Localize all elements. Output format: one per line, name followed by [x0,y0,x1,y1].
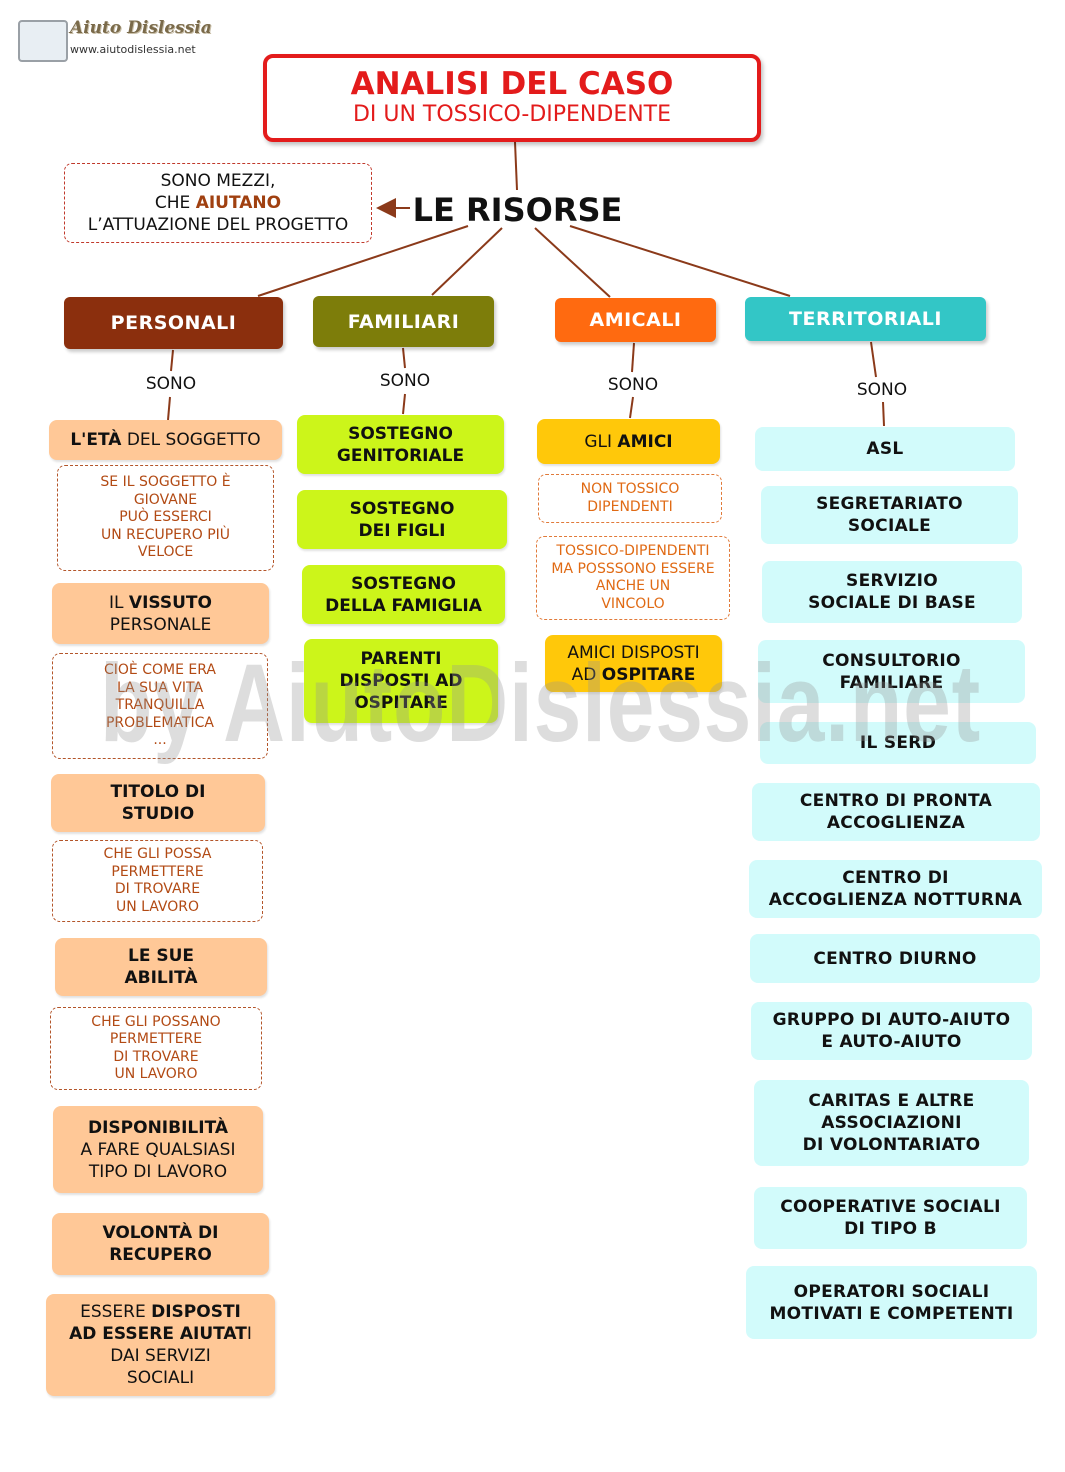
amicali-amici: GLI AMICI [537,419,720,464]
line-root-amicali [534,227,611,298]
territoriali-centro-diurno: CENTRO DIURNO [750,934,1040,983]
line-root-personali [257,225,469,297]
connector-sono-familiari: SONO [379,371,431,391]
personali-vissuto: IL VISSUTO PERSONALE [52,583,269,644]
connector-sono-amicali: SONO [607,375,659,395]
watermark: by AiutoDislessia.net [100,642,981,765]
note-highlight: AIUTANO [195,193,282,213]
aiutodislessia-logo: Aiuto Dislessia www.aiutodislessia.net [16,18,212,62]
territoriali-serd: IL SERD [760,722,1036,764]
line-familiari-sono [402,347,406,369]
connector-sono-personali: SONO [145,374,197,394]
amicali-disposti-ospitare: AMICI DISPOSTI AD OSPITARE [545,635,722,692]
root-node: LE RISORSE [412,191,623,229]
category-amicali: AMICALI [555,298,716,342]
personali-eta: L'ETÀ DEL SOGGETTO [49,420,282,460]
territoriali-asl: ASL [755,427,1015,471]
line-sono-familiari-box [402,393,406,415]
note-line3: L’ATTUAZIONE DEL PROGETTO [87,215,349,235]
category-territoriali: TERRITORIALI [745,297,986,341]
line-title-root [514,141,518,191]
line-personali-sono [170,349,174,372]
title-box: ANALISI DEL CASO DI UN TOSSICO-DIPENDENT… [263,54,761,142]
line-root-territoriali [569,225,791,297]
line-territoriali-sono [870,341,877,378]
personali-disponibilita: DISPONIBILITÀ A FARE QUALSIASI TIPO DI L… [53,1106,263,1193]
note-line2: CHE AIUTANO [154,193,282,213]
line-sono-personali-box [167,396,171,421]
line-sono-amicali-box [629,396,634,419]
category-familiari: FAMILIARI [313,296,494,347]
line-root-familiari [431,227,503,296]
title-line2: DI UN TOSSICO-DIPENDENTE [352,102,672,127]
title-line1: ANALISI DEL CASO [350,66,674,102]
book-logo-icon [18,20,68,62]
personali-aiutati: ESSERE DISPOSTI AD ESSERE AIUTATI DAI SE… [46,1294,275,1396]
definition-note: SONO MEZZI, CHE AIUTANO L’ATTUAZIONE DEL… [64,163,372,243]
line-amicali-sono [631,342,635,373]
note-line1: SONO MEZZI, [160,171,276,191]
line-sono-territoriali-box [882,401,885,427]
connector-sono-territoriali: SONO [856,380,908,400]
category-personali: PERSONALI [64,297,283,349]
logo-brand: Aiuto Dislessia [70,18,212,38]
logo-site: www.aiutodislessia.net [70,43,196,56]
